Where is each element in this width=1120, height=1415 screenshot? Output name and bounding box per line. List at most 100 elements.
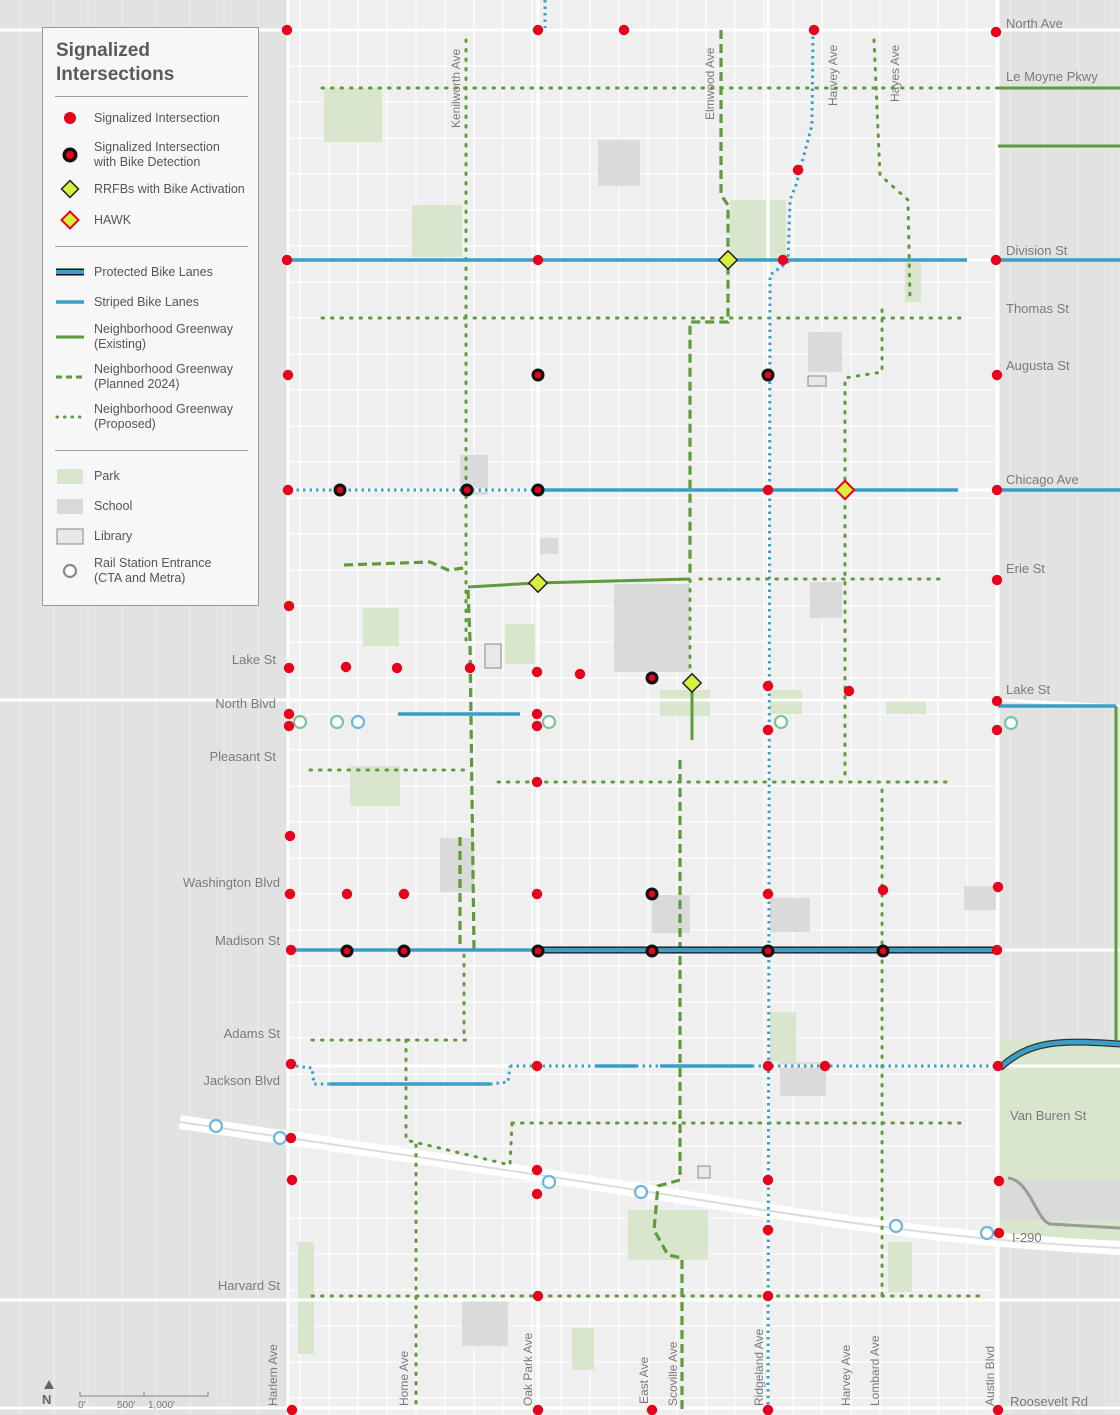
bike-route-dotted xyxy=(295,1064,330,1086)
rrfb-diamond-icon xyxy=(717,249,739,271)
bike-detection-signal-core xyxy=(336,486,344,494)
hawk-diamond-icon xyxy=(53,210,87,230)
park xyxy=(905,262,921,302)
library xyxy=(484,643,502,669)
label-thomas-st: Thomas St xyxy=(1006,301,1069,316)
legend-label-line: Park xyxy=(94,468,120,483)
legend-divider xyxy=(55,96,248,97)
park-swatch-icon xyxy=(53,466,87,486)
legend-label-line: (Existing) xyxy=(94,337,147,351)
hawk-diamond-icon xyxy=(834,479,856,501)
signal-icon xyxy=(531,708,543,720)
signal-icon xyxy=(531,666,543,678)
legend-label-line: Library xyxy=(94,528,133,543)
red-dot-icon xyxy=(53,108,87,128)
park xyxy=(768,690,802,714)
legend-item-yellow-diamond: RRFBs with Bike Activation xyxy=(53,179,253,199)
legend-item-striped-lane: Striped Bike Lanes xyxy=(53,292,253,312)
street-labels-east: North Ave Le Moyne Pkwy Division St Thom… xyxy=(1006,16,1098,1409)
rail-station-icon xyxy=(773,714,789,730)
label-austin-blvd: Austin Blvd xyxy=(983,1346,997,1406)
park xyxy=(350,766,400,806)
signal-icon xyxy=(531,1188,543,1200)
legend-label-line: Signalized Intersection xyxy=(94,140,220,154)
legend-label-line: Rail Station Entrance xyxy=(94,556,212,570)
signal-icon xyxy=(283,708,295,720)
school xyxy=(598,140,640,186)
signal-icon xyxy=(285,944,297,956)
signal-icon xyxy=(992,1060,1004,1072)
park xyxy=(412,205,462,257)
legend-label-line: Neighborhood Greenway xyxy=(94,402,233,416)
legend-label-line: RRFBs with Bike Activation xyxy=(94,181,245,196)
signal-icon xyxy=(991,724,1003,736)
label-lake-st-east: Lake St xyxy=(1006,682,1050,697)
bike-detection-signal-core xyxy=(764,371,772,379)
label-scoville-ave: Scoville Ave xyxy=(666,1341,680,1406)
label-i-290: I-290 xyxy=(1012,1230,1042,1245)
bike-detection-signal-core xyxy=(648,890,656,898)
label-le-moyne-pkwy: Le Moyne Pkwy xyxy=(1006,69,1098,84)
signal-icon xyxy=(285,1058,297,1070)
signal-icon xyxy=(992,1404,1004,1415)
signal-icon xyxy=(283,720,295,732)
signal-icon xyxy=(284,830,296,842)
legend-item-label: Neighborhood Greenway(Proposed) xyxy=(94,402,233,432)
label-harvard-st: Harvard St xyxy=(218,1278,281,1293)
legend-label-line: Protected Bike Lanes xyxy=(94,264,213,279)
bike-detection-signal-core xyxy=(534,371,542,379)
north-label: N xyxy=(42,1392,52,1407)
station-ring-icon xyxy=(53,561,87,581)
school xyxy=(652,895,690,933)
school xyxy=(440,838,474,892)
legend-item-label: Protected Bike Lanes xyxy=(94,265,213,280)
scale-tick-500: 500' xyxy=(117,1400,136,1411)
signal-icon xyxy=(341,888,353,900)
rail-station-icon xyxy=(272,1130,288,1146)
park xyxy=(886,700,926,714)
signal-icon xyxy=(391,662,403,674)
legend-label-line: Striped Bike Lanes xyxy=(94,294,199,309)
bike-detection-signal-core xyxy=(463,486,471,494)
school xyxy=(770,898,810,932)
signal-icon xyxy=(819,1060,831,1072)
label-harlem-ave: Harlem Ave xyxy=(266,1344,280,1406)
label-roosevelt-rd: Roosevelt Rd xyxy=(1010,1394,1088,1409)
map-legend: Signalized Intersections Signalized Inte… xyxy=(42,27,259,606)
greenway-proposed xyxy=(404,1038,514,1167)
park xyxy=(298,1242,314,1354)
label-jackson-blvd: Jackson Blvd xyxy=(203,1073,280,1088)
school xyxy=(964,886,996,910)
label-pleasant-st: Pleasant St xyxy=(210,749,277,764)
park xyxy=(628,1210,708,1260)
lake-street xyxy=(0,698,1120,708)
legend-divider xyxy=(55,246,248,247)
signal-icon xyxy=(281,24,293,36)
scale-tick-0: 0' xyxy=(78,1400,86,1411)
greenway-planned xyxy=(343,560,465,572)
bike-lanes-layer xyxy=(290,0,1120,1411)
rail-station-icon xyxy=(208,1118,224,1134)
legend-label-line: Neighborhood Greenway xyxy=(94,322,233,336)
park xyxy=(505,624,535,664)
legend-label-line: (Planned 2024) xyxy=(94,377,180,391)
signal-icon xyxy=(762,724,774,736)
street-labels-west: Lake St North Blvd Pleasant St Washingto… xyxy=(183,652,280,1293)
school-swatch-icon xyxy=(53,496,87,516)
legend-divider xyxy=(55,450,248,451)
rail-station-icon xyxy=(888,1218,904,1234)
legend-item-label: HAWK xyxy=(94,213,131,228)
legend-label-line: with Bike Detection xyxy=(94,155,201,169)
legend-item-red-dot: Signalized Intersection xyxy=(53,108,253,128)
legend-item-label: RRFBs with Bike Activation xyxy=(94,182,245,197)
legend-item-greenway-proposed: Neighborhood Greenway(Proposed) xyxy=(53,402,253,432)
signal-icon xyxy=(762,680,774,692)
signal-icon xyxy=(762,1404,774,1415)
school xyxy=(780,1062,826,1096)
signal-icon xyxy=(992,881,1004,893)
legend-item-park-swatch: Park xyxy=(53,466,253,486)
signal-icon xyxy=(532,24,544,36)
label-madison-st: Madison St xyxy=(215,933,280,948)
